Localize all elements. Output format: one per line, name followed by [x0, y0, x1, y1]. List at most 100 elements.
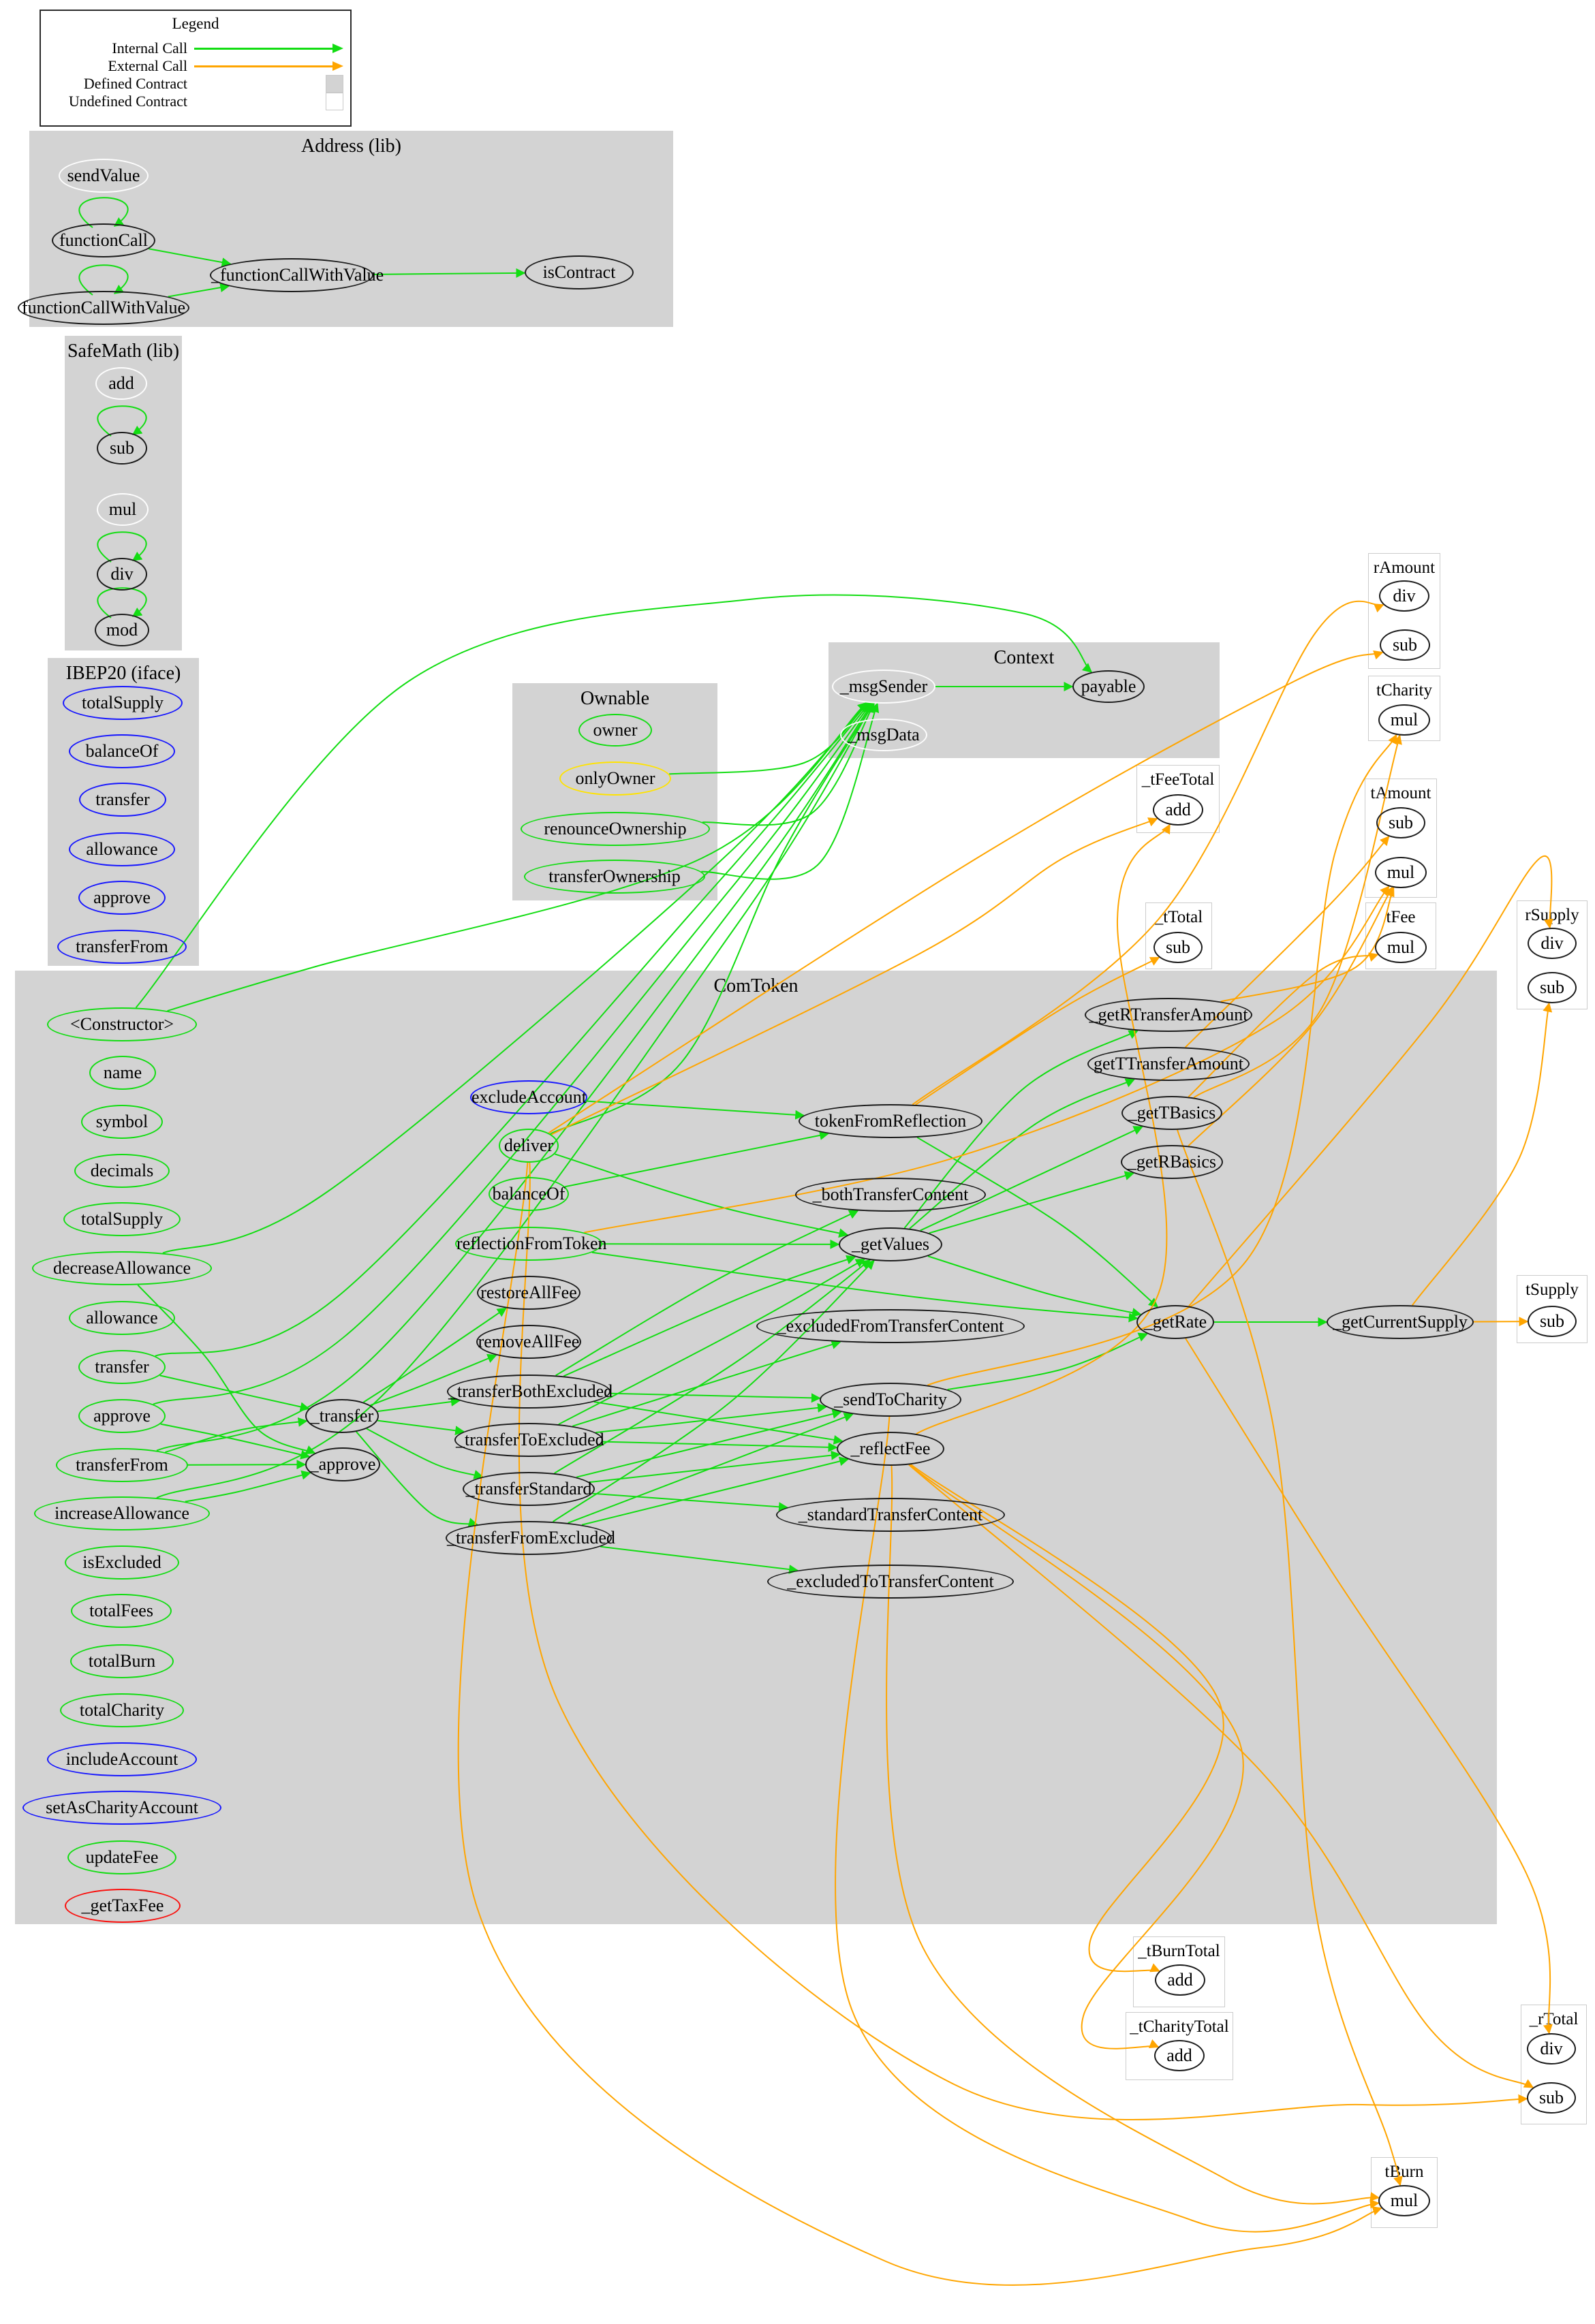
legend-label-internal-call: Internal Call [112, 40, 187, 57]
node-ta_sub: sub [1376, 807, 1425, 838]
node-ct_transferBothExcluded: _transferBothExcluded [447, 1375, 613, 1409]
node-r_sub: sub [1380, 629, 1430, 661]
node-own_owner: owner [578, 714, 652, 747]
node-ct_isExcluded: isExcluded [65, 1545, 179, 1580]
node-ct_approve_i: _approve [305, 1447, 380, 1481]
cluster-title-tFee: tFee [1386, 908, 1416, 926]
node-tb_mul: mul [1378, 2185, 1430, 2216]
cluster-title-own: Ownable [580, 688, 650, 709]
cluster-title-tBurn: tBurn [1384, 2163, 1424, 2181]
node-a_sendValue: sendValue [59, 159, 149, 193]
node-ct_transfer: transfer [78, 1350, 166, 1384]
node-ctx_payable: payable [1072, 670, 1145, 703]
node-ct_increaseAllowance: increaseAllowance [34, 1496, 210, 1530]
node-rt_div: div [1527, 2033, 1576, 2064]
cluster-title-tTotal: _tTotal [1154, 908, 1203, 926]
node-sm_mul: mul [97, 493, 149, 526]
node-ct_updateFee: updateFee [67, 1840, 176, 1874]
node-a_fcwv: functionCallWithValue [18, 291, 189, 325]
node-ct_decreaseAllowance: decreaseAllowance [32, 1251, 212, 1285]
external-call-arrow-icon [194, 61, 343, 71]
legend-label-external-call: External Call [108, 57, 187, 74]
node-ct_transferFrom: transferFrom [56, 1448, 188, 1482]
node-ctx_msgSender: _msgSender [832, 670, 935, 704]
node-ct_excludedFromTransferContent: _excludedFromTransferContent [756, 1309, 1025, 1343]
node-ct_transferStandard: _transferStandard [463, 1472, 595, 1506]
node-ib_approve: approve [78, 881, 166, 915]
node-ta_mul: mul [1375, 857, 1427, 888]
node-ct_getCurrentSupply: _getCurrentSupply [1327, 1305, 1474, 1339]
node-ct_totalFees: totalFees [71, 1594, 172, 1628]
cluster-title-addr: Address (lib) [301, 136, 401, 157]
node-tf_mul: mul [1375, 932, 1427, 963]
node-sm_div: div [97, 558, 147, 591]
node-ct_decimals: decimals [74, 1154, 170, 1188]
node-ct_symbol: symbol [81, 1105, 163, 1139]
cluster-title-tCharity: tCharity [1376, 681, 1432, 700]
legend: Legend Internal Call External Call Defin… [40, 10, 352, 127]
node-own_renounceOwnership: renounceOwnership [521, 812, 710, 846]
node-ct_includeAccount: includeAccount [47, 1742, 197, 1776]
legend-title: Legend [172, 15, 219, 32]
node-ct_standardTransferContent: _standardTransferContent [776, 1498, 1005, 1532]
cluster-title-ctx: Context [993, 647, 1055, 668]
node-ct_balanceOf: balanceOf [489, 1177, 569, 1211]
node-rs_div: div [1528, 928, 1577, 959]
cluster-title-rTotal: _rTotal [1529, 2010, 1579, 2028]
legend-label-defined-contract: Defined Contract [83, 75, 187, 92]
cluster-title-tBurnTotal: _tBurnTotal [1138, 1942, 1220, 1960]
cluster-title-tCharityTotal: _tCharityTotal [1130, 2017, 1229, 2036]
node-a_functionCall: functionCall [52, 223, 155, 257]
node-ct_bothTransferContent: _bothTransferContent [795, 1178, 986, 1212]
node-ib_transferFrom: transferFrom [57, 930, 187, 964]
node-a_isContract: isContract [525, 255, 634, 289]
node-ct_tokenFromReflection: tokenFromReflection [799, 1104, 982, 1138]
node-ctx_msgData: _msgData [840, 719, 927, 751]
node-tct_add: add [1154, 2040, 1205, 2071]
cluster-title-rSupply: rSupply [1525, 906, 1579, 924]
node-ct_allowance: allowance [69, 1301, 175, 1335]
legend-row-defined-contract: Defined Contract [48, 75, 343, 93]
node-ct_transfer_i: _transfer [305, 1399, 379, 1433]
node-ct_getValues: _getValues [839, 1227, 942, 1261]
node-own_onlyOwner: onlyOwner [559, 761, 671, 796]
node-ct_totalBurn: totalBurn [70, 1644, 174, 1678]
cluster-title-sm: SafeMath (lib) [67, 341, 180, 362]
node-ct_getTaxFee: _getTaxFee [65, 1889, 181, 1923]
node-ct_removeAllFee: removeAllFee [476, 1325, 581, 1359]
node-ct_excludedToTransferContent: _excludedToTransferContent [767, 1565, 1014, 1599]
node-own_transferOwnership: transferOwnership [524, 860, 705, 894]
legend-label-undefined-contract: Undefined Contract [68, 93, 187, 110]
legend-row-external-call: External Call [48, 57, 343, 75]
node-ib_totalSupply: totalSupply [63, 686, 183, 720]
node-r_div: div [1379, 580, 1429, 612]
node-ct_sendToCharity: _sendToCharity [820, 1383, 961, 1417]
node-sm_mod: mod [95, 614, 149, 646]
node-ct_transferToExcluded: _transferToExcluded [454, 1423, 604, 1457]
node-rt_sub: sub [1527, 2082, 1576, 2114]
node-ct_ctor: <Constructor> [47, 1007, 197, 1041]
node-ct_getRate: _getRate [1136, 1305, 1214, 1339]
node-ct_reflectionFromToken: reflectionFromToken [455, 1227, 607, 1261]
internal-call-arrow-icon [194, 44, 343, 53]
node-ct_getRBasics: _getRBasics [1121, 1145, 1223, 1179]
node-ct_getRTransferAmount: _getRTransferAmount [1085, 998, 1252, 1032]
cluster-title-tAmount: tAmount [1370, 784, 1431, 802]
node-ct_getTTransferAmount: getTTransferAmount [1087, 1047, 1250, 1081]
node-ts_sub: sub [1528, 1306, 1577, 1337]
cluster-title-ib: IBEP20 (iface) [65, 663, 181, 684]
node-ib_balanceOf: balanceOf [69, 734, 175, 768]
node-ct_restoreAllFee: restoreAllFee [477, 1276, 580, 1310]
node-a_ifcwv: _functionCallWithValue [210, 258, 384, 292]
cluster-ct: ComToken [15, 971, 1497, 1924]
cluster-title-tSupply: tSupply [1526, 1281, 1579, 1299]
node-ct_totalSupply: totalSupply [63, 1202, 181, 1236]
node-ct_deliver: deliver [499, 1129, 559, 1163]
node-ct_approve: approve [78, 1399, 166, 1433]
node-ct_setAsCharityAccount: setAsCharityAccount [22, 1791, 221, 1825]
node-rs_sub: sub [1528, 972, 1577, 1003]
defined-contract-swatch [326, 75, 343, 93]
node-sm_add: add [95, 367, 147, 400]
node-ib_allowance: allowance [69, 832, 175, 866]
